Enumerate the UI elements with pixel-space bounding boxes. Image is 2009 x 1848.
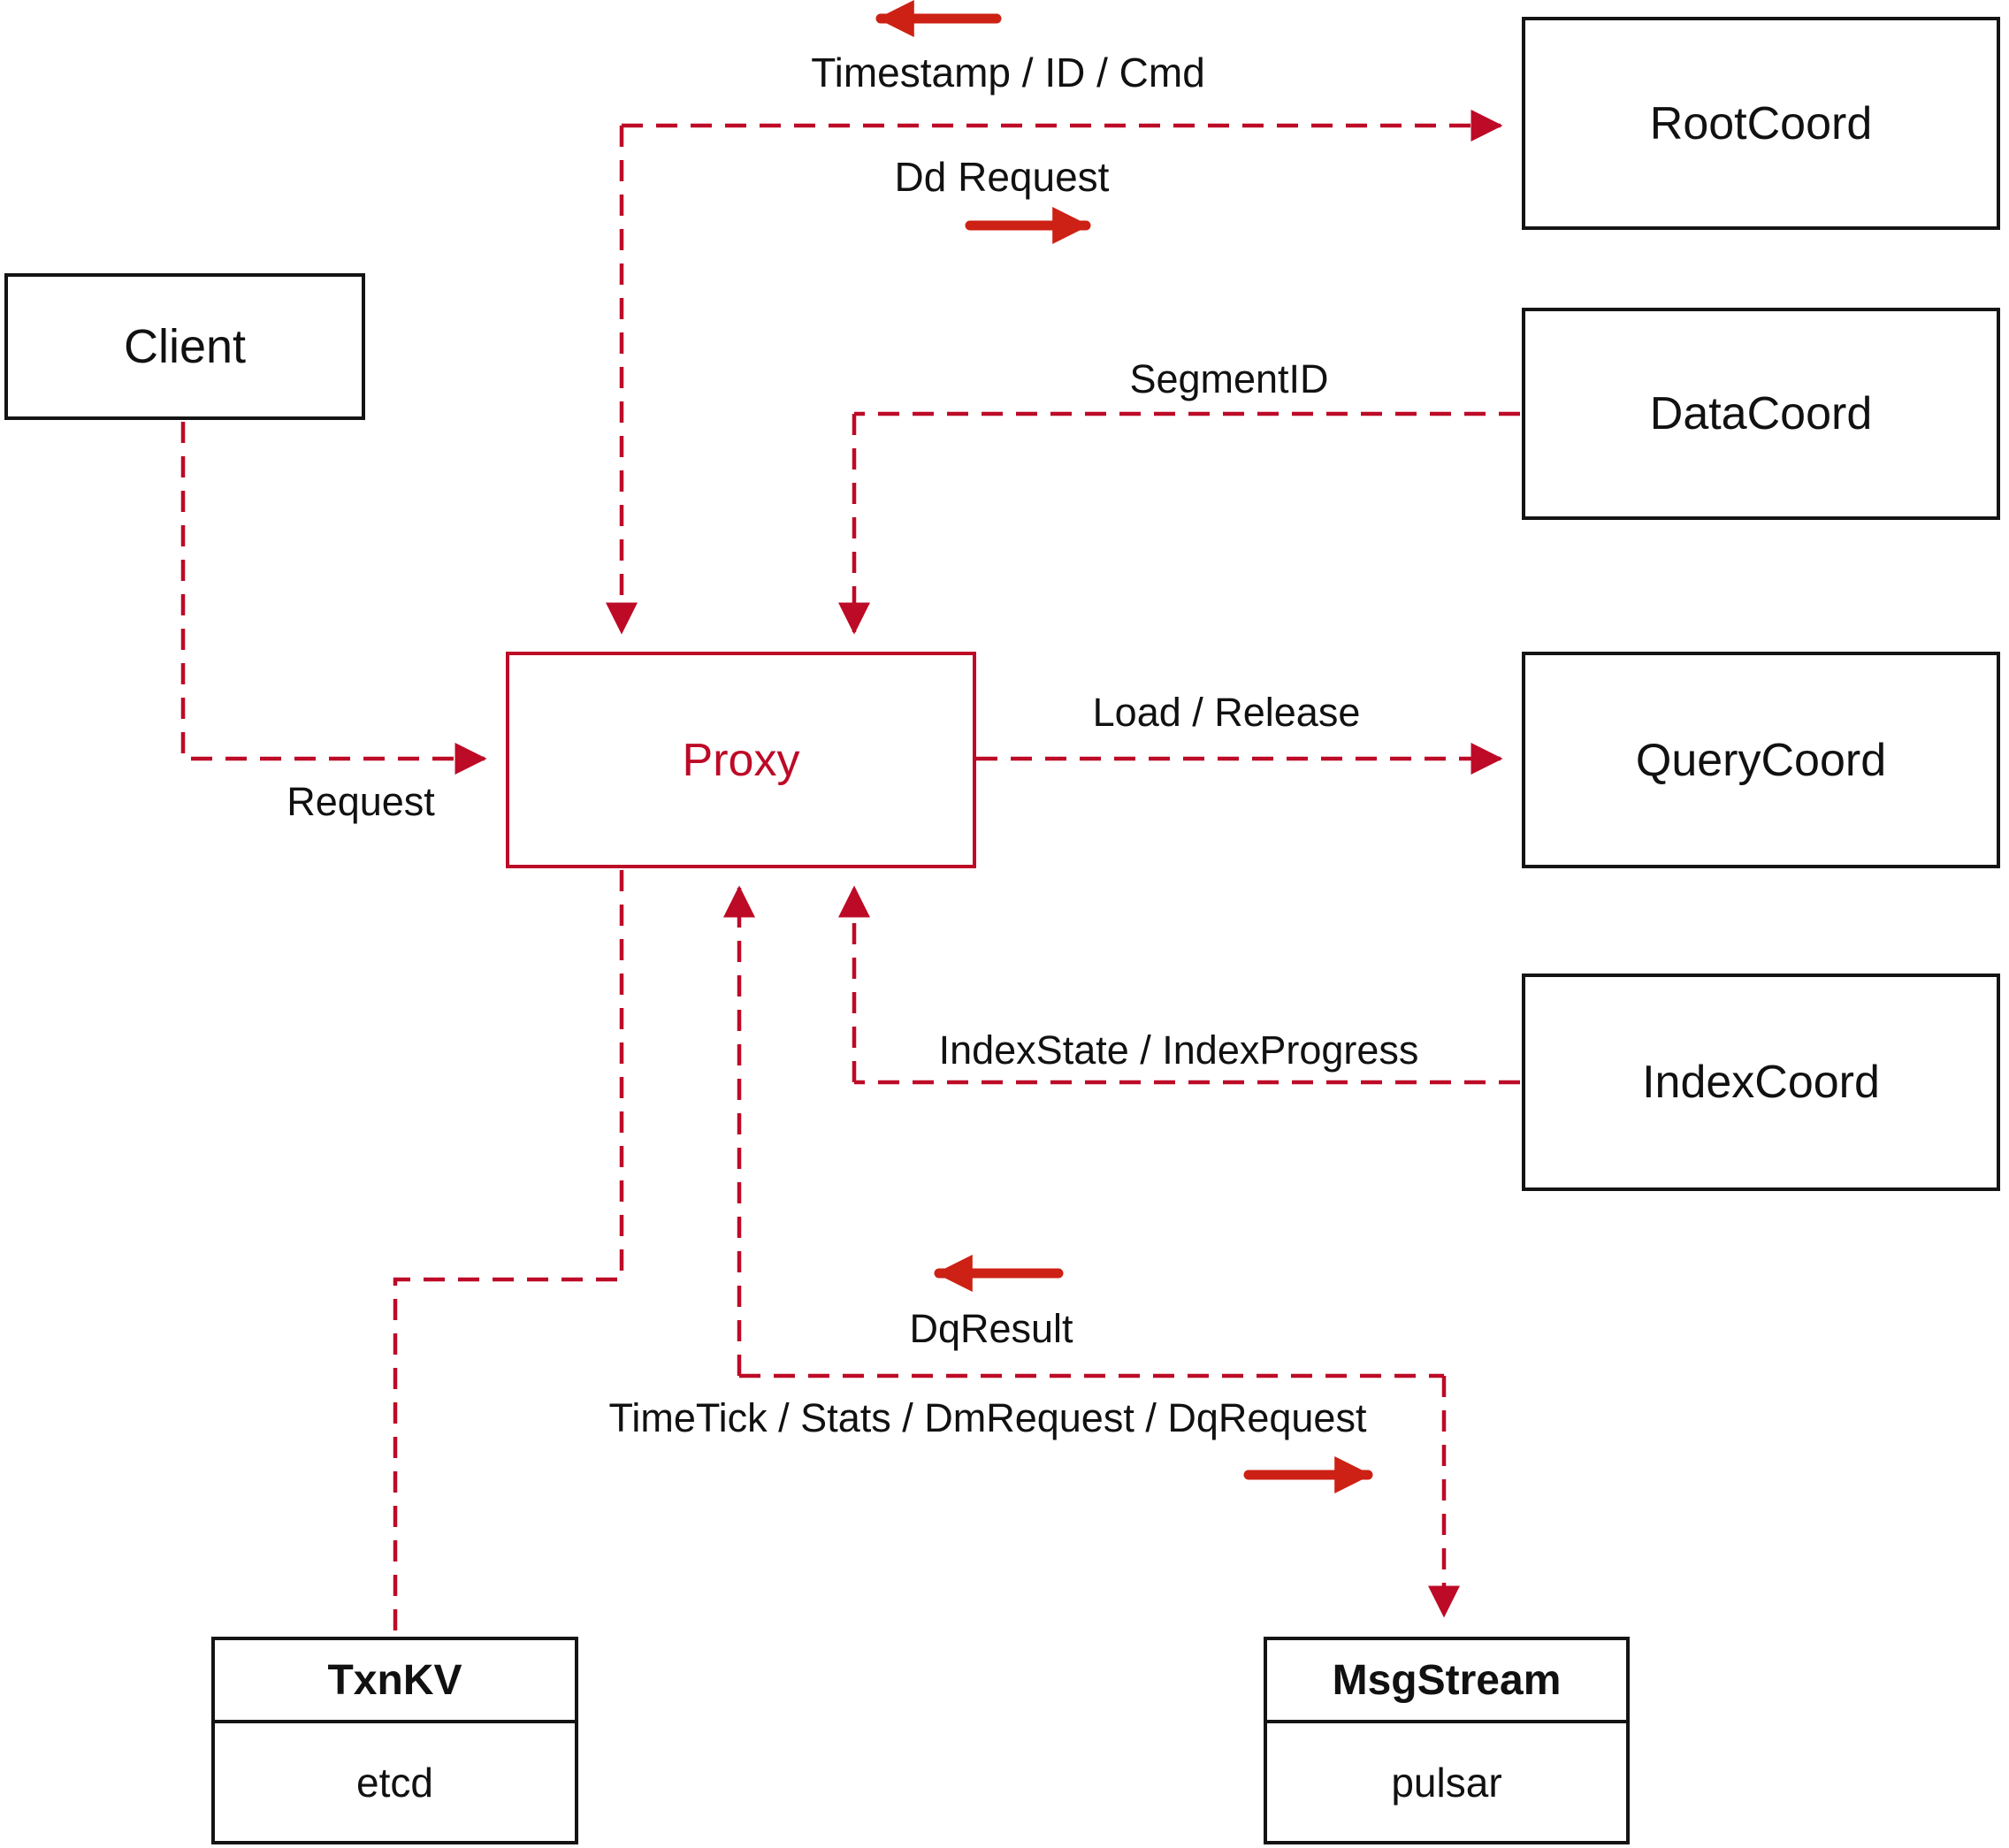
node-client: Client [4,273,365,420]
node-msgstream-subtitle: pulsar [1391,1759,1502,1806]
edge-label-dd-request: Dd Request [894,154,1110,200]
edge-proxy-txnkv [393,870,624,1635]
node-rootcoord-label: RootCoord [1649,97,1873,149]
node-querycoord-label: QueryCoord [1635,734,1887,786]
node-rootcoord: RootCoord [1522,17,2000,230]
node-msgstream-title: MsgStream [1267,1640,1626,1723]
node-indexcoord-label: IndexCoord [1642,1057,1880,1108]
node-txnkv-subtitle: etcd [356,1759,433,1806]
node-txnkv: TxnKV etcd [211,1637,578,1844]
node-proxy: Proxy [506,652,976,868]
edge-label-load-release: Load / Release [1092,690,1361,735]
edge-label-segment-id: SegmentID [1129,356,1329,401]
node-indexcoord: IndexCoord [1522,974,2000,1191]
node-datacoord-label: DataCoord [1649,388,1873,439]
node-client-label: Client [123,320,247,373]
edge-label-index-state: IndexState / IndexProgress [938,1027,1419,1073]
edge-label-request: Request [286,779,435,824]
node-proxy-label: Proxy [682,734,800,786]
node-datacoord: DataCoord [1522,308,2000,520]
edge-label-timetick: TimeTick / Stats / DmRequest / DqRequest [608,1395,1367,1440]
edge-client-proxy [180,422,487,775]
node-querycoord: QueryCoord [1522,652,2000,868]
edge-label-dq-result: DqResult [909,1306,1073,1351]
node-txnkv-title: TxnKV [215,1640,575,1723]
node-msgstream: MsgStream pulsar [1264,1637,1630,1844]
edge-label-timestamp: Timestamp / ID / Cmd [811,50,1205,95]
